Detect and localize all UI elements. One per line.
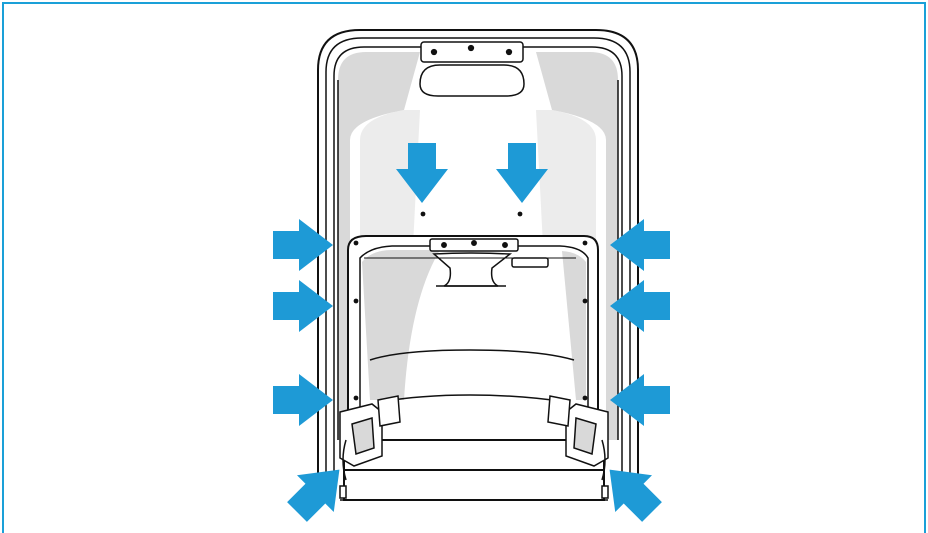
- arrow-icon: [273, 374, 333, 426]
- left-rail-blocks: [339, 395, 401, 499]
- arrow-icon: [273, 280, 333, 332]
- tub-base: [340, 428, 608, 501]
- screw-hole-icon: [582, 395, 588, 401]
- screw-hole-icon: [582, 298, 588, 304]
- inner-cabinet-shading: [362, 250, 586, 400]
- arrow-icon: [273, 219, 333, 271]
- screw-hole-icon: [517, 211, 523, 217]
- arrow-icon: [610, 280, 670, 332]
- screw-hole-icon: [353, 298, 359, 304]
- screw-hole-icon: [420, 211, 426, 217]
- spray-arm-mount: [429, 238, 549, 287]
- arrow-icon: [610, 374, 670, 426]
- top-latch: [419, 41, 525, 97]
- tub-lower-curve: [369, 349, 575, 403]
- tub-inner-walls: [337, 80, 619, 440]
- right-rail-blocks: [547, 395, 609, 499]
- arrow-icon: [610, 219, 670, 271]
- screw-holes: [353, 211, 588, 401]
- screw-hole-icon: [353, 395, 359, 401]
- screw-hole-icon: [582, 240, 588, 246]
- screw-hole-icon: [353, 240, 359, 246]
